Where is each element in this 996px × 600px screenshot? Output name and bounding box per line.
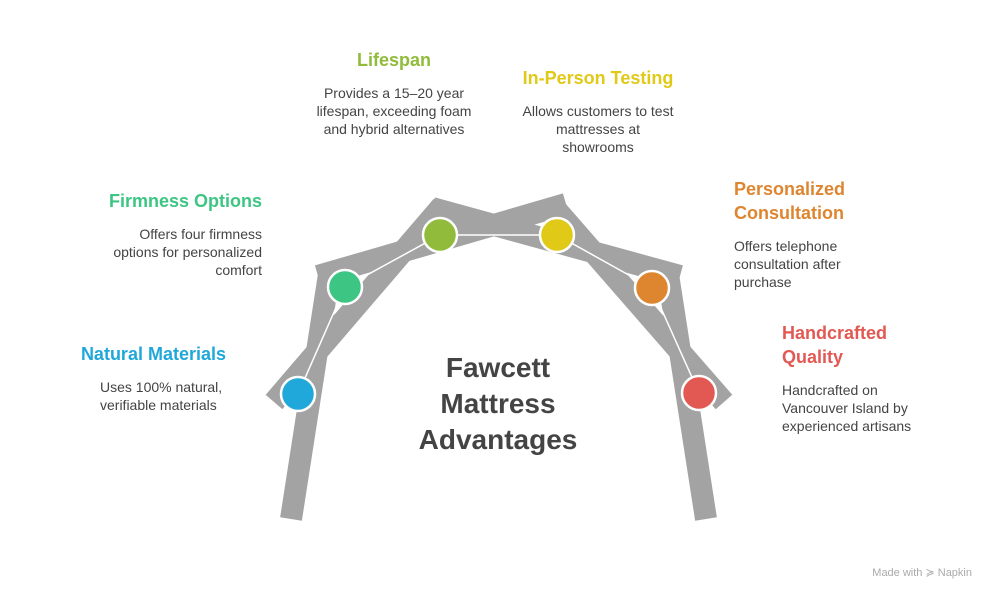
firmness-options-node	[326, 268, 364, 306]
handcrafted-quality-node	[680, 374, 718, 412]
diagram-title: Fawcett Mattress Advantages	[418, 352, 578, 455]
personalized-consultation-desc: Offers telephone consultation after purc…	[734, 238, 841, 290]
firmness-options-desc: Offers four firmness options for persona…	[113, 226, 262, 278]
right-diagonal-beam	[544, 198, 733, 410]
firmness-options-title: Firmness Options	[108, 191, 262, 211]
natural-materials-title: Natural Materials	[80, 344, 226, 364]
personalized-consultation-node	[633, 269, 671, 307]
napkin-credit[interactable]: Made with ≽ Napkin	[872, 567, 972, 579]
in-person-testing-node	[538, 216, 576, 254]
lifespan-desc: Provides a 15–20 year lifespan, exceedin…	[316, 85, 472, 137]
natural-materials-node	[279, 375, 317, 413]
lifespan-title: Lifespan	[356, 50, 431, 70]
in-person-testing-title: In-Person Testing	[522, 68, 674, 88]
in-person-testing-desc: Allows customers to test mattresses at s…	[522, 103, 674, 155]
handcrafted-quality-title: Handcrafted Quality	[782, 323, 888, 367]
lifespan-node	[421, 216, 459, 254]
personalized-consultation-title: Personalized Consultation	[734, 179, 846, 223]
handcrafted-quality-desc: Handcrafted on Vancouver Island by exper…	[782, 382, 912, 434]
natural-materials-desc: Uses 100% natural, verifiable materials	[100, 379, 223, 413]
